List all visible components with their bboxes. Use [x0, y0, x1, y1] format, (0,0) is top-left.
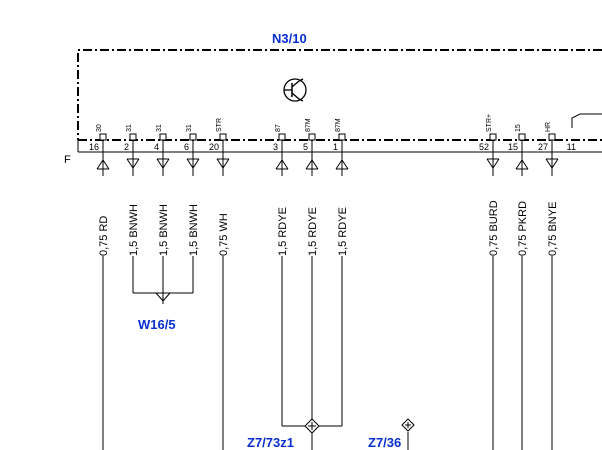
pin-number: 11 [567, 142, 576, 152]
wire-spec-label: 0,75 WH [218, 213, 230, 256]
pin-p52: STR+ 52 0,75 BURD [479, 114, 500, 450]
transistor-icon [283, 78, 307, 102]
arrow-up-icon [335, 159, 349, 170]
pin-terminal [518, 133, 526, 141]
wire-spec-label: 0,75 BURD [488, 200, 500, 256]
pin-p20: STR 20 0,75 WH [209, 118, 230, 450]
pin-terminal [189, 133, 197, 141]
wire-spec-label: 0,75 RD [98, 216, 110, 256]
wire-label-gap [186, 176, 200, 256]
pin-p5: 87M 5 1,5 RDYE [303, 118, 319, 426]
pin-number: 2 [124, 142, 129, 152]
pin-p4: 31 4 1,5 BNWH [154, 124, 170, 258]
pin-terminal [278, 133, 286, 141]
pin-number: 16 [89, 142, 99, 152]
pin-terminal [99, 133, 107, 141]
wire-spec-label: 1,5 BNWH [158, 204, 170, 256]
pin-function-label: STR [216, 118, 223, 132]
pin-number: 20 [209, 142, 219, 152]
wire-label-gap [216, 176, 230, 256]
wire-label-gap [305, 176, 319, 256]
pin-function-label: 87M [305, 118, 312, 132]
pin-terminal [338, 133, 346, 141]
pin-function-label: 31 [126, 124, 133, 132]
arrow-down-icon [126, 158, 140, 169]
pin-terminal [219, 133, 227, 141]
pin-terminal [489, 133, 497, 141]
arrow-up-icon [305, 159, 319, 170]
arrow-down-icon [156, 158, 170, 169]
pin-number: 6 [184, 142, 189, 152]
pin-p27: HR 27 0,75 BNYE [538, 122, 559, 450]
wire-label-gap [126, 176, 140, 256]
pin-p16: 30 16 0,75 RD [89, 124, 110, 450]
pin-p6: 31 6 1,5 BNWH [184, 124, 200, 258]
pin-terminal [129, 133, 137, 141]
pin-function-label: HR [545, 122, 552, 132]
pin-function-label: 15 [515, 124, 522, 132]
pin-function-label: 87M [335, 118, 342, 132]
pin-function-label: 30 [96, 124, 103, 132]
pin-p3: 87 3 1,5 RDYE [273, 124, 289, 258]
arrow-down-icon [186, 158, 200, 169]
pin-function-label: 87 [275, 124, 282, 132]
pin-terminal [308, 133, 316, 141]
wire-label-gap [545, 176, 559, 256]
pin-number: 1 [333, 142, 338, 152]
module-label: N3/10 [272, 31, 307, 46]
wire-spec-label: 0,75 PKRD [517, 201, 529, 256]
wire-label-gap [156, 176, 170, 256]
ground-bus [132, 258, 194, 304]
wire-label-gap [275, 176, 289, 256]
wire-label-gap [96, 176, 110, 256]
pin-number: 5 [303, 142, 308, 152]
wire-spec-label: 1,5 RDYE [337, 207, 349, 256]
connector-label: F [64, 154, 71, 166]
pin-p11: 11 [567, 142, 576, 152]
arrow-up-icon [515, 159, 529, 170]
splice-reference-label: Z7/73z1 [247, 435, 294, 450]
partial-symbol [571, 113, 602, 128]
wire-spec-label: 1,5 BNWH [128, 204, 140, 256]
arrow-down-icon [545, 158, 559, 169]
pin-function-label: STR+ [486, 114, 493, 132]
pin-number: 52 [479, 142, 489, 152]
wire-spec-label: 1,5 BNWH [188, 204, 200, 256]
wire-label-gap [515, 176, 529, 256]
arrow-down-icon [486, 158, 500, 169]
wire-spec-label: 1,5 RDYE [277, 207, 289, 256]
arrow-up-icon [275, 159, 289, 170]
wire-spec-label: 0,75 BNYE [547, 202, 559, 256]
ground-reference-label: W16/5 [138, 317, 176, 332]
pin-p2: 31 2 1,5 BNWH [124, 124, 140, 258]
wire-label-gap [335, 176, 349, 256]
wire-label-gap [486, 176, 500, 256]
splice-2-reference-label: Z7/36 [368, 435, 401, 450]
pin-terminal [548, 133, 556, 141]
splice-2 [401, 418, 415, 450]
pin-p1: 87M 1 1,5 RDYE [333, 118, 349, 258]
pin-number: 15 [508, 142, 518, 152]
pin-number: 27 [538, 142, 548, 152]
module-boundary [77, 49, 602, 140]
pin-number: 3 [273, 142, 278, 152]
arrow-up-icon [96, 159, 110, 170]
pin-function-label: 31 [156, 124, 163, 132]
pin-p15: 15 15 0,75 PKRD [508, 124, 529, 450]
splice-junction [281, 258, 343, 450]
pin-number: 4 [154, 142, 159, 152]
arrow-down-icon [216, 158, 230, 169]
pin-function-label: 31 [186, 124, 193, 132]
wire-spec-label: 1,5 RDYE [307, 207, 319, 256]
pin-terminal [159, 133, 167, 141]
